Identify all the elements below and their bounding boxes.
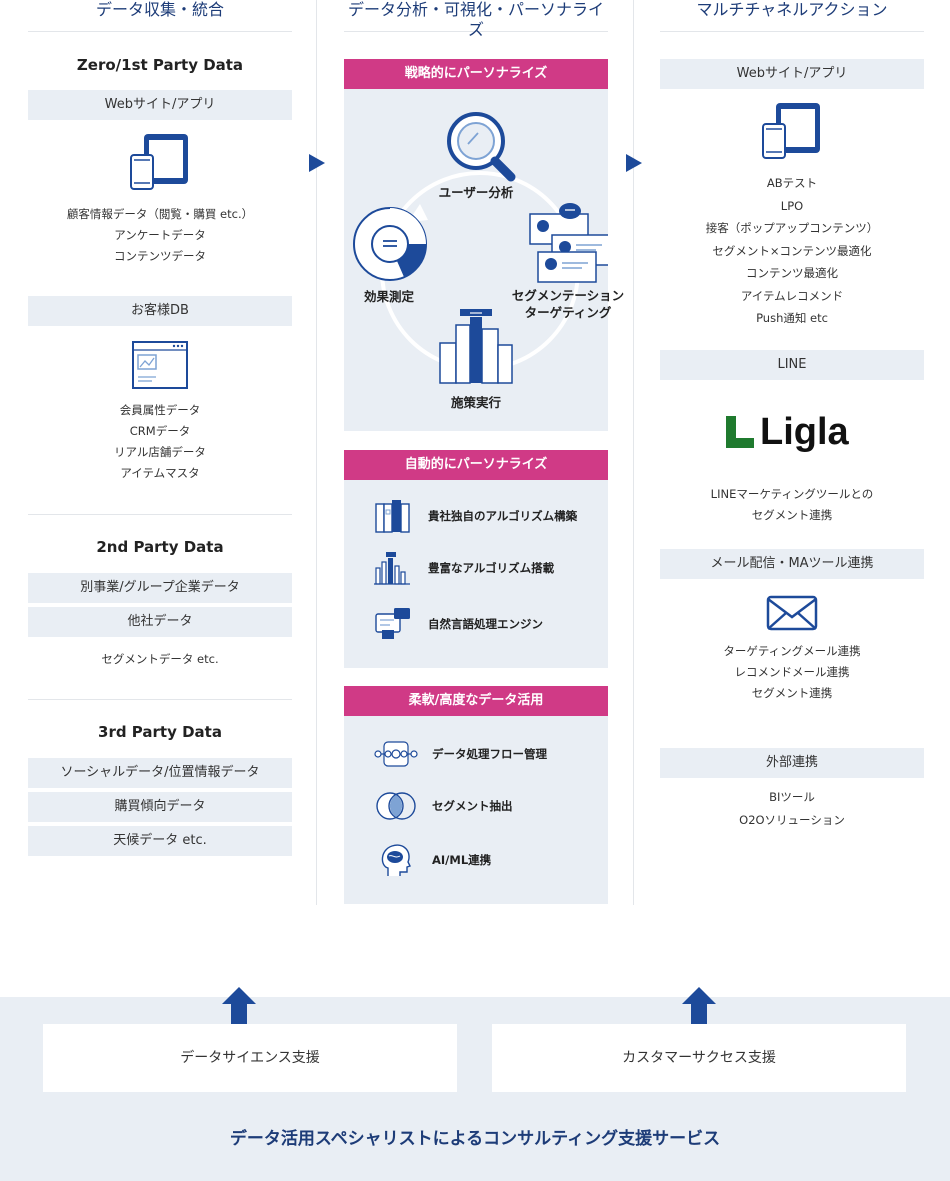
- web-data-list: 顧客情報データ（閲覧・購買 etc.） アンケートデータ コンテンツデータ: [28, 204, 292, 267]
- list-item: セグメント×コンテンツ最適化: [712, 243, 872, 258]
- line-action-list: LINEマーケティングツールとの セグメント連携: [660, 484, 924, 526]
- data-science-support-box: データサイエンス支援: [43, 1024, 457, 1092]
- feature-label: データ処理フロー管理: [432, 747, 547, 761]
- list-item: レコメンドメール連携: [734, 665, 850, 679]
- up-arrow-icon: [222, 987, 256, 1029]
- bar-chart-icon: [374, 552, 410, 585]
- consulting-service-title: データ活用スペシャリストによるコンサルティング支援サービス: [229, 1129, 721, 1149]
- group-data-pill: 別事業/グループ企業データ: [28, 573, 292, 603]
- list-item: LINEマーケティングツールとの: [710, 487, 874, 501]
- ai-brain-head-icon: [381, 844, 411, 876]
- list-item: セグメント連携: [751, 686, 833, 700]
- flexible-panel: 柔軟/高度なデータ活用 データ処理フロー管理 セグメント抽出 AI/ML連携: [344, 686, 608, 904]
- cycle-label-line: ターゲティング: [524, 305, 612, 320]
- web-app-pill: Webサイト/アプリ: [28, 90, 292, 120]
- mail-action-list: ターゲティングメール連携 レコメンドメール連携 セグメント連携: [660, 641, 924, 704]
- feature-item: AI/ML連携: [374, 842, 491, 878]
- purchase-trend-pill: 購買傾向データ: [28, 792, 292, 822]
- cycle-label-measurement: 効果測定: [363, 289, 414, 304]
- list-item: セグメント連携: [751, 508, 833, 522]
- column-title-action: マルチチャネルアクション: [660, 0, 924, 32]
- flexible-panel-title: 柔軟/高度なデータ活用: [344, 686, 608, 716]
- social-data-pill: ソーシャルデータ/位置情報データ: [28, 758, 292, 788]
- tablet-phone-icon: [130, 133, 190, 195]
- external-action-list: BIツール O2Oソリューション: [660, 787, 924, 833]
- weather-data-pill: 天候データ etc.: [28, 826, 292, 856]
- column-title-analysis: データ分析・可視化・パーソナライズ: [344, 0, 608, 39]
- automatic-panel: 自動的にパーソナライズ 貴社独自のアルゴリズム構築 豊富なアルゴリズム搭載: [344, 450, 608, 668]
- other-company-pill: 他社データ: [28, 607, 292, 637]
- feature-item: データ処理フロー管理: [374, 736, 547, 772]
- chat-bubbles-icon: [375, 608, 410, 639]
- cycle-label-execution: 施策実行: [450, 395, 501, 410]
- section-divider: [28, 699, 292, 700]
- db-data-list: 会員属性データ CRMデータ リアル店舗データ アイテムマスタ: [28, 400, 292, 484]
- mail-envelope-icon: [766, 595, 818, 635]
- zero-party-heading: Zero/1st Party Data: [76, 56, 244, 74]
- list-item: アイテムレコメンド: [740, 288, 844, 303]
- third-party-heading: 3rd Party Data: [98, 723, 222, 741]
- strategic-panel: 戦略的にパーソナライズ ユーザー分: [344, 59, 624, 431]
- second-party-note: セグメントデータ etc.: [28, 649, 292, 670]
- flow-nodes-icon: [374, 741, 418, 767]
- list-item: BIツール: [769, 790, 815, 804]
- ligla-logo-icon: [726, 416, 754, 448]
- second-party-heading: 2nd Party Data: [96, 538, 224, 556]
- personalize-cycle-icon: [353, 112, 608, 384]
- list-item: O2Oソリューション: [739, 813, 845, 827]
- list-item: 顧客情報データ（閲覧・購買 etc.）: [66, 207, 254, 221]
- feature-label: 自然言語処理エンジン: [428, 617, 543, 631]
- database-window-icon: [132, 341, 188, 395]
- line-pill: LINE: [660, 350, 924, 380]
- automatic-panel-title: 自動的にパーソナライズ: [344, 450, 608, 480]
- cycle-label-analysis: ユーザー分析: [438, 185, 514, 200]
- column-title-collection: データ収集・統合: [28, 0, 292, 32]
- ligla-logo: Ligla: [726, 412, 849, 452]
- ligla-logo-text: Ligla: [760, 411, 849, 453]
- tablet-phone-icon: [762, 102, 822, 164]
- list-item: リアル店舗データ: [114, 445, 206, 459]
- mail-pill: メール配信・MAツール連携: [660, 549, 924, 579]
- feature-item: 豊富なアルゴリズム搭載: [374, 550, 554, 586]
- feature-label: AI/ML連携: [432, 853, 492, 867]
- list-item: セグメントデータ etc.: [101, 652, 219, 666]
- venn-diagram-icon: [376, 792, 416, 820]
- list-item: コンテンツデータ: [114, 249, 206, 263]
- list-item: ABテスト: [766, 176, 818, 190]
- feature-item: セグメント抽出: [374, 788, 513, 824]
- list-item: アンケートデータ: [114, 228, 206, 242]
- list-item: Push通知 etc: [756, 311, 828, 325]
- feature-item: 自然言語処理エンジン: [374, 606, 543, 642]
- column-divider: [633, 0, 634, 905]
- list-item: コンテンツ最適化: [746, 266, 838, 280]
- external-pill: 外部連携: [660, 748, 924, 778]
- strategic-panel-title: 戦略的にパーソナライズ: [344, 59, 608, 89]
- section-divider: [28, 514, 292, 515]
- list-item: 会員属性データ: [119, 403, 201, 417]
- feature-label: セグメント抽出: [432, 799, 513, 813]
- cycle-label-line: セグメンテーション: [511, 288, 625, 303]
- up-arrow-icon: [682, 987, 716, 1029]
- customer-db-pill: お客様DB: [28, 296, 292, 326]
- list-item: アイテムマスタ: [120, 466, 200, 480]
- flow-arrow-right-icon: [309, 154, 325, 172]
- cycle-label-segmentation: セグメンテーション ターゲティング: [502, 287, 634, 321]
- feature-item: 貴社独自のアルゴリズム構築: [374, 498, 577, 534]
- column-divider: [316, 0, 317, 905]
- feature-label: 貴社独自のアルゴリズム構築: [428, 509, 578, 523]
- web-action-list: ABテスト LPO 接客（ポップアップコンテンツ） セグメント×コンテンツ最適化…: [660, 173, 924, 331]
- right-web-app-pill: Webサイト/アプリ: [660, 59, 924, 89]
- customer-success-support-box: カスタマーサクセス支援: [492, 1024, 906, 1092]
- feature-label: 豊富なアルゴリズム搭載: [428, 561, 555, 575]
- list-item: 接客（ポップアップコンテンツ）: [705, 221, 879, 235]
- flow-arrow-right-icon: [626, 154, 642, 172]
- book-shelf-icon: [375, 500, 410, 533]
- list-item: CRMデータ: [129, 424, 191, 438]
- list-item: LPO: [780, 198, 804, 213]
- list-item: ターゲティングメール連携: [723, 644, 861, 658]
